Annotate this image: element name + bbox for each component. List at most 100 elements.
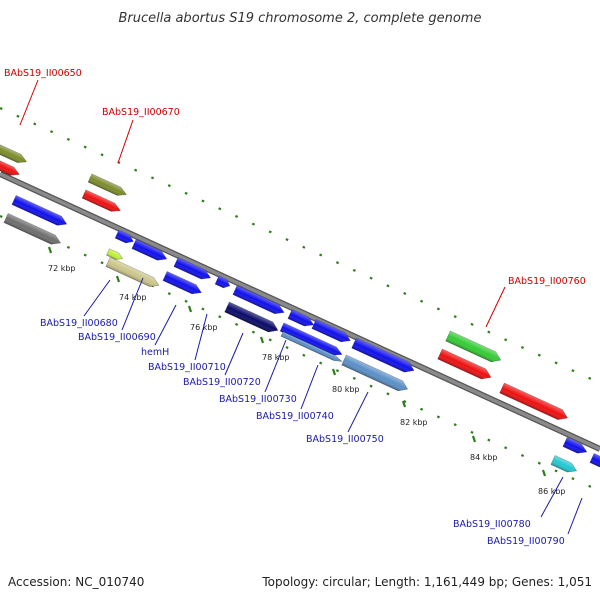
gene-red-00670b[interactable] — [81, 189, 122, 215]
gene-babs19-ii00780-shade — [550, 455, 577, 473]
connector-00790 — [567, 497, 583, 535]
gene-babs19-ii00740[interactable] — [280, 331, 343, 364]
gene-blue-b-shade — [131, 239, 167, 261]
tick-labels: 72 kbp 74 kbp 76 kbp 78 kbp 80 kbp 82 kb… — [48, 264, 566, 496]
gene-babs19-ii00750-shade — [341, 355, 408, 391]
gene-blue-g-shade — [351, 338, 414, 373]
gene-red-760b[interactable] — [437, 348, 493, 382]
gene-blue-d-shade — [232, 285, 285, 314]
gene-blue-h-shade — [562, 437, 587, 454]
tick-label-72kbp: 72 kbp — [48, 264, 76, 273]
label-babs19-ii00790[interactable]: BAbS19_II00790 — [487, 536, 565, 547]
major-tick-2 — [187, 305, 193, 313]
gene-babs19-ii00760-shade — [445, 331, 501, 362]
label-babs19-ii00710[interactable]: BAbS19_II00710 — [148, 362, 226, 373]
map-title: Brucella abortus S19 chromosome 2, compl… — [119, 11, 482, 26]
gene-red-left-edge-shade — [0, 157, 20, 176]
gene-blue-c-shade — [173, 257, 211, 280]
tick-label-86kbp: 86 kbp — [538, 487, 566, 496]
label-babs19-ii00780[interactable]: BAbS19_II00780 — [453, 519, 531, 530]
major-tick-0 — [47, 246, 53, 254]
gene-red-770-shade — [499, 383, 568, 420]
gene-blue-c[interactable] — [173, 257, 213, 282]
connector-00670 — [117, 119, 134, 164]
major-tick-5 — [401, 400, 407, 408]
gene-small-blue-a-shade — [115, 229, 134, 243]
gene-labels-bottom: BAbS19_II00680 BAbS19_II00690 hemH BAbS1… — [40, 318, 565, 547]
gene-babs19-ii00740-shade — [280, 331, 342, 362]
gene-blue-b[interactable] — [131, 239, 169, 263]
gene-babs19-ii00670[interactable] — [87, 173, 128, 199]
label-babs19-ii00690[interactable]: BAbS19_II00690 — [78, 332, 156, 343]
connector-hemh — [154, 304, 177, 346]
gene-red-760b-shade — [437, 349, 491, 379]
gene-babs19-ii00710-shade — [215, 275, 230, 288]
gene-babs19-ii00730[interactable] — [279, 322, 344, 359]
label-babs19-ii00670[interactable]: BAbS19_II00670 — [102, 107, 180, 118]
gene-babs19-ii00790-shade — [589, 453, 600, 467]
gene-babs19-ii00750[interactable] — [341, 354, 410, 394]
label-babs19-ii00730[interactable]: BAbS19_II00730 — [219, 394, 297, 405]
gene-blue-f[interactable] — [311, 319, 353, 345]
label-babs19-ii00720[interactable]: BAbS19_II00720 — [183, 377, 261, 388]
major-tick-1 — [115, 275, 121, 283]
gene-red-00670b-shade — [82, 189, 121, 212]
gene-blue-left-shade — [11, 195, 67, 226]
gene-blue-f-shade — [311, 319, 351, 342]
connector-00710 — [194, 313, 208, 361]
gene-babs19-ii00650[interactable] — [0, 141, 28, 166]
label-babs19-ii00750[interactable]: BAbS19_II00750 — [306, 434, 384, 445]
gene-babs19-ii00760[interactable] — [445, 330, 503, 365]
gene-red-left-edge[interactable] — [0, 157, 21, 179]
gene-blue-e-shade — [287, 309, 314, 327]
label-babs19-ii00680[interactable]: BAbS19_II00680 — [40, 318, 118, 329]
gene-babs19-ii00720[interactable] — [224, 301, 280, 335]
summary-text: Topology: circular; Length: 1,161,449 bp… — [261, 575, 592, 589]
label-babs19-ii00760[interactable]: BAbS19_II00760 — [508, 276, 586, 287]
gene-babs19-ii00780[interactable] — [550, 455, 579, 475]
gene-babs19-ii00680[interactable] — [106, 248, 124, 262]
gene-labels-top: BAbS19_II00650 BAbS19_II00670 BAbS19_II0… — [4, 68, 586, 287]
gene-red-770[interactable] — [499, 382, 570, 423]
gene-babs19-ii00690[interactable] — [105, 257, 161, 289]
major-tick-6 — [471, 435, 477, 443]
gene-babs19-ii00710[interactable] — [214, 275, 231, 290]
gene-blue-g[interactable] — [351, 337, 417, 375]
gene-blue-e[interactable] — [287, 309, 316, 329]
label-babs19-ii00650[interactable]: BAbS19_II00650 — [4, 68, 82, 79]
label-hemh[interactable]: hemH — [141, 347, 169, 358]
gene-babs19-ii00790[interactable] — [589, 453, 600, 469]
gene-hemh-shade — [162, 271, 202, 294]
gene-blue-d[interactable] — [232, 285, 286, 317]
connector-00760 — [485, 286, 506, 328]
gene-hemh[interactable] — [162, 271, 204, 297]
tick-label-80kbp: 80 kbp — [332, 385, 360, 394]
connector-00690 — [121, 277, 144, 331]
gene-blue-left[interactable] — [11, 195, 69, 228]
connector-00780 — [540, 476, 564, 518]
label-babs19-ii00740[interactable]: BAbS19_II00740 — [256, 411, 334, 422]
connector-00750 — [347, 391, 369, 433]
tick-row-inner — [0, 215, 600, 492]
gene-babs19-ii00670-shade — [88, 173, 127, 196]
backbone-line — [0, 172, 600, 451]
gene-blue-h[interactable] — [562, 437, 589, 456]
connector-00740 — [300, 364, 319, 410]
gene-small-blue-a[interactable] — [114, 229, 135, 246]
connector-00650 — [19, 79, 39, 126]
major-tick-3 — [259, 336, 265, 344]
gene-gray-left[interactable] — [3, 213, 63, 247]
genes — [0, 141, 600, 475]
gene-babs19-ii00680-shade — [106, 248, 123, 260]
accession-text: Accession: NC_010740 — [8, 575, 144, 589]
major-tick-7 — [541, 469, 547, 477]
gene-babs19-ii00690-shade — [105, 257, 159, 287]
major-tick-4 — [331, 368, 337, 376]
label-connectors — [19, 79, 583, 535]
tick-label-84kbp: 84 kbp — [470, 453, 498, 462]
tick-label-74kbp: 74 kbp — [119, 293, 147, 302]
connector-00730 — [264, 339, 287, 393]
gene-babs19-ii00730-shade — [280, 322, 342, 356]
connector-00680 — [83, 279, 111, 317]
